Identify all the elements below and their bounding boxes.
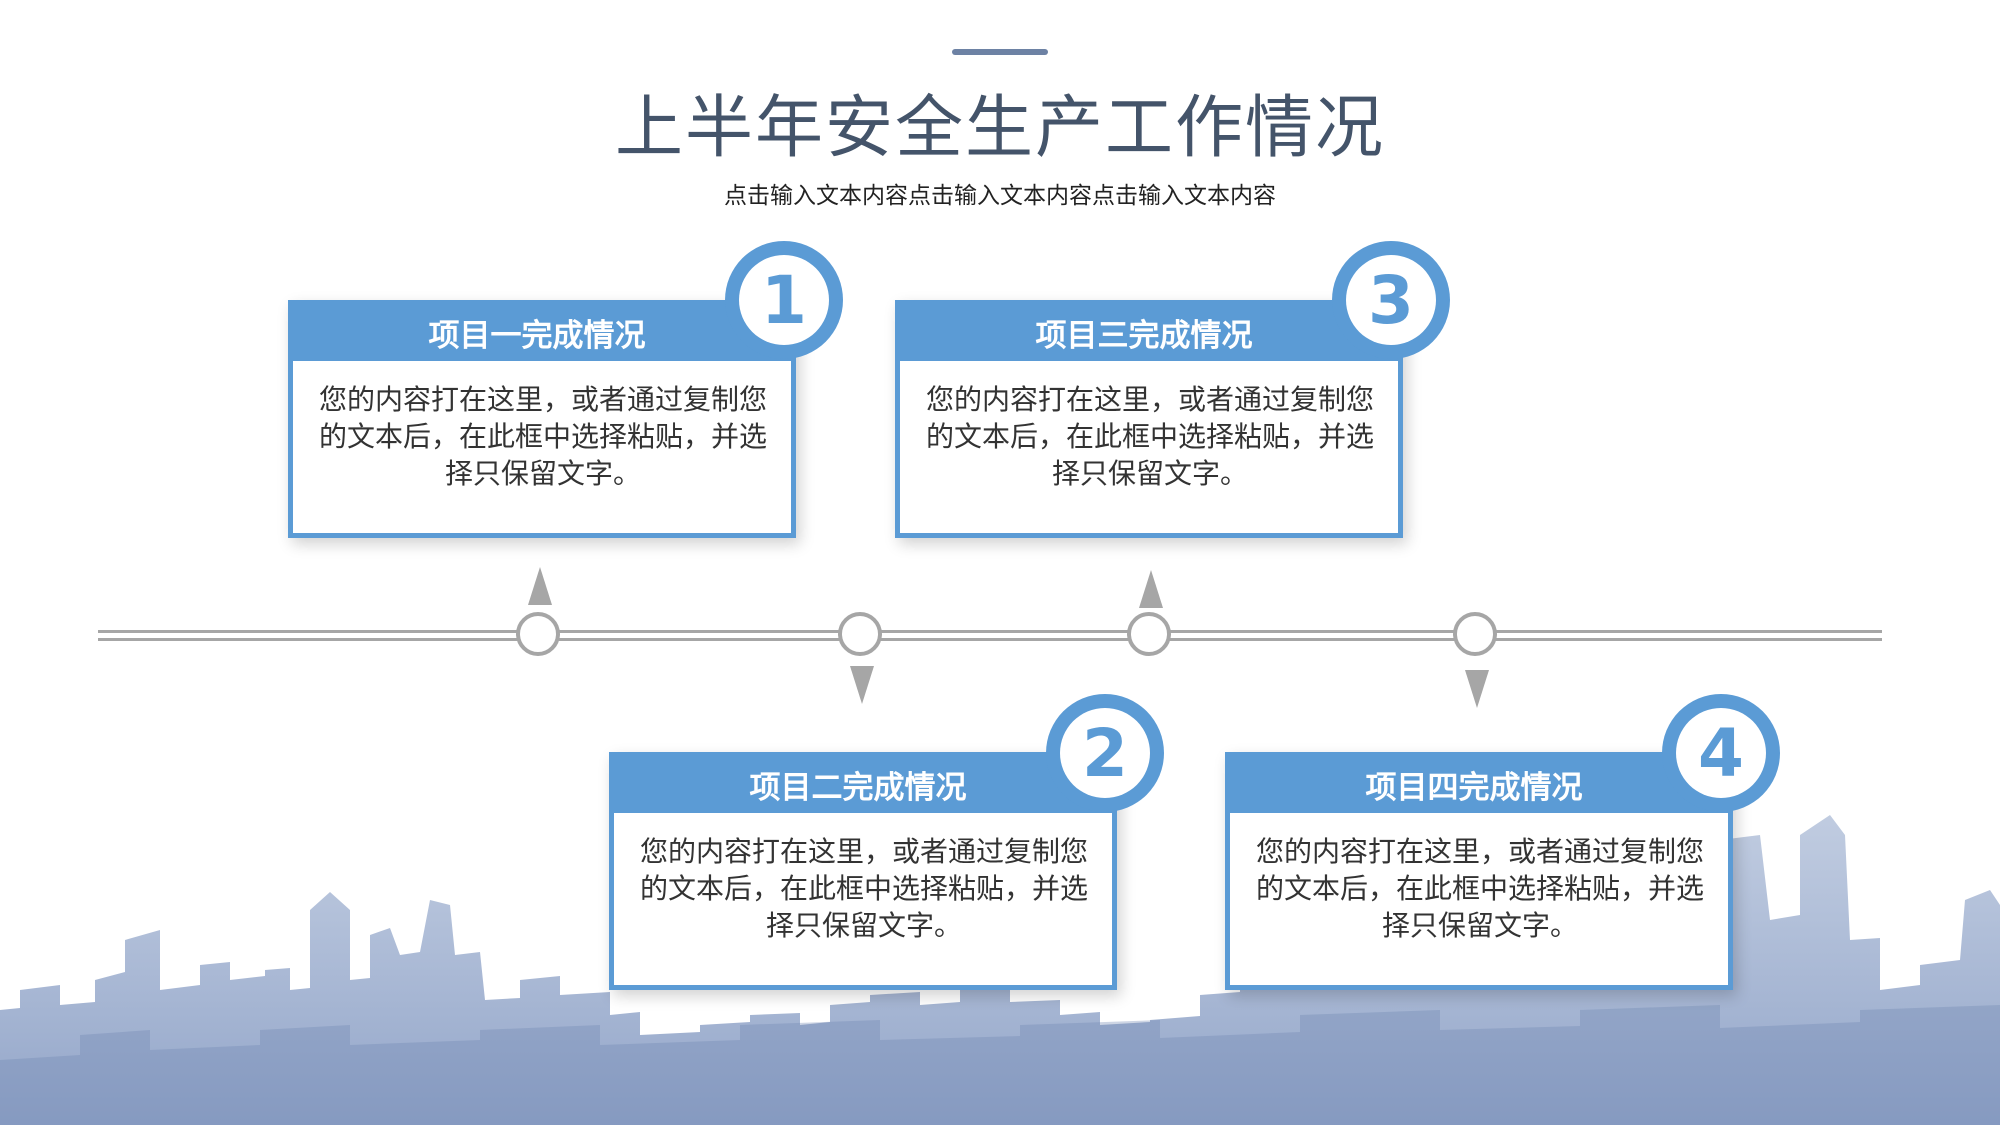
timeline-node-3 bbox=[1127, 612, 1171, 656]
card-title: 项目三完成情况 bbox=[900, 305, 1398, 361]
number-badge-3: 3 bbox=[1332, 241, 1450, 359]
timeline-node-1 bbox=[516, 612, 560, 656]
card-title: 项目四完成情况 bbox=[1230, 757, 1728, 813]
arrow-up-icon bbox=[1139, 570, 1163, 608]
project-card-2: 项目二完成情况 您的内容打在这里，或者通过复制您的文本后，在此框中选择粘贴，并选… bbox=[609, 752, 1117, 990]
badge-number: 2 bbox=[1060, 708, 1150, 798]
project-card-4: 项目四完成情况 您的内容打在这里，或者通过复制您的文本后，在此框中选择粘贴，并选… bbox=[1225, 752, 1733, 990]
number-badge-4: 4 bbox=[1662, 694, 1780, 812]
card-body: 您的内容打在这里，或者通过复制您的文本后，在此框中选择粘贴，并选择只保留文字。 bbox=[639, 835, 1088, 942]
badge-number: 1 bbox=[739, 255, 829, 345]
project-card-3: 项目三完成情况 您的内容打在这里，或者通过复制您的文本后，在此框中选择粘贴，并选… bbox=[895, 300, 1403, 538]
card-title: 项目二完成情况 bbox=[614, 757, 1112, 813]
arrow-down-icon bbox=[850, 666, 874, 704]
timeline-node-4 bbox=[1453, 612, 1497, 656]
card-body: 您的内容打在这里，或者通过复制您的文本后，在此框中选择粘贴，并选择只保留文字。 bbox=[318, 383, 767, 490]
badge-number: 3 bbox=[1346, 255, 1436, 345]
title-accent-bar bbox=[952, 49, 1048, 55]
page-subtitle: 点击输入文本内容点击输入文本内容点击输入文本内容 bbox=[724, 183, 1276, 209]
card-title: 项目一完成情况 bbox=[293, 305, 791, 361]
project-card-1: 项目一完成情况 您的内容打在这里，或者通过复制您的文本后，在此框中选择粘贴，并选… bbox=[288, 300, 796, 538]
card-body: 您的内容打在这里，或者通过复制您的文本后，在此框中选择粘贴，并选择只保留文字。 bbox=[925, 383, 1374, 490]
number-badge-2: 2 bbox=[1046, 694, 1164, 812]
badge-number: 4 bbox=[1676, 708, 1766, 798]
arrow-up-icon bbox=[528, 567, 552, 605]
timeline-node-2 bbox=[838, 612, 882, 656]
arrow-down-icon bbox=[1465, 670, 1489, 708]
city-skyline-image bbox=[0, 810, 2000, 1125]
number-badge-1: 1 bbox=[725, 241, 843, 359]
card-body: 您的内容打在这里，或者通过复制您的文本后，在此框中选择粘贴，并选择只保留文字。 bbox=[1255, 835, 1704, 942]
page-title: 上半年安全生产工作情况 bbox=[614, 89, 1385, 168]
timeline-line bbox=[98, 630, 1882, 642]
